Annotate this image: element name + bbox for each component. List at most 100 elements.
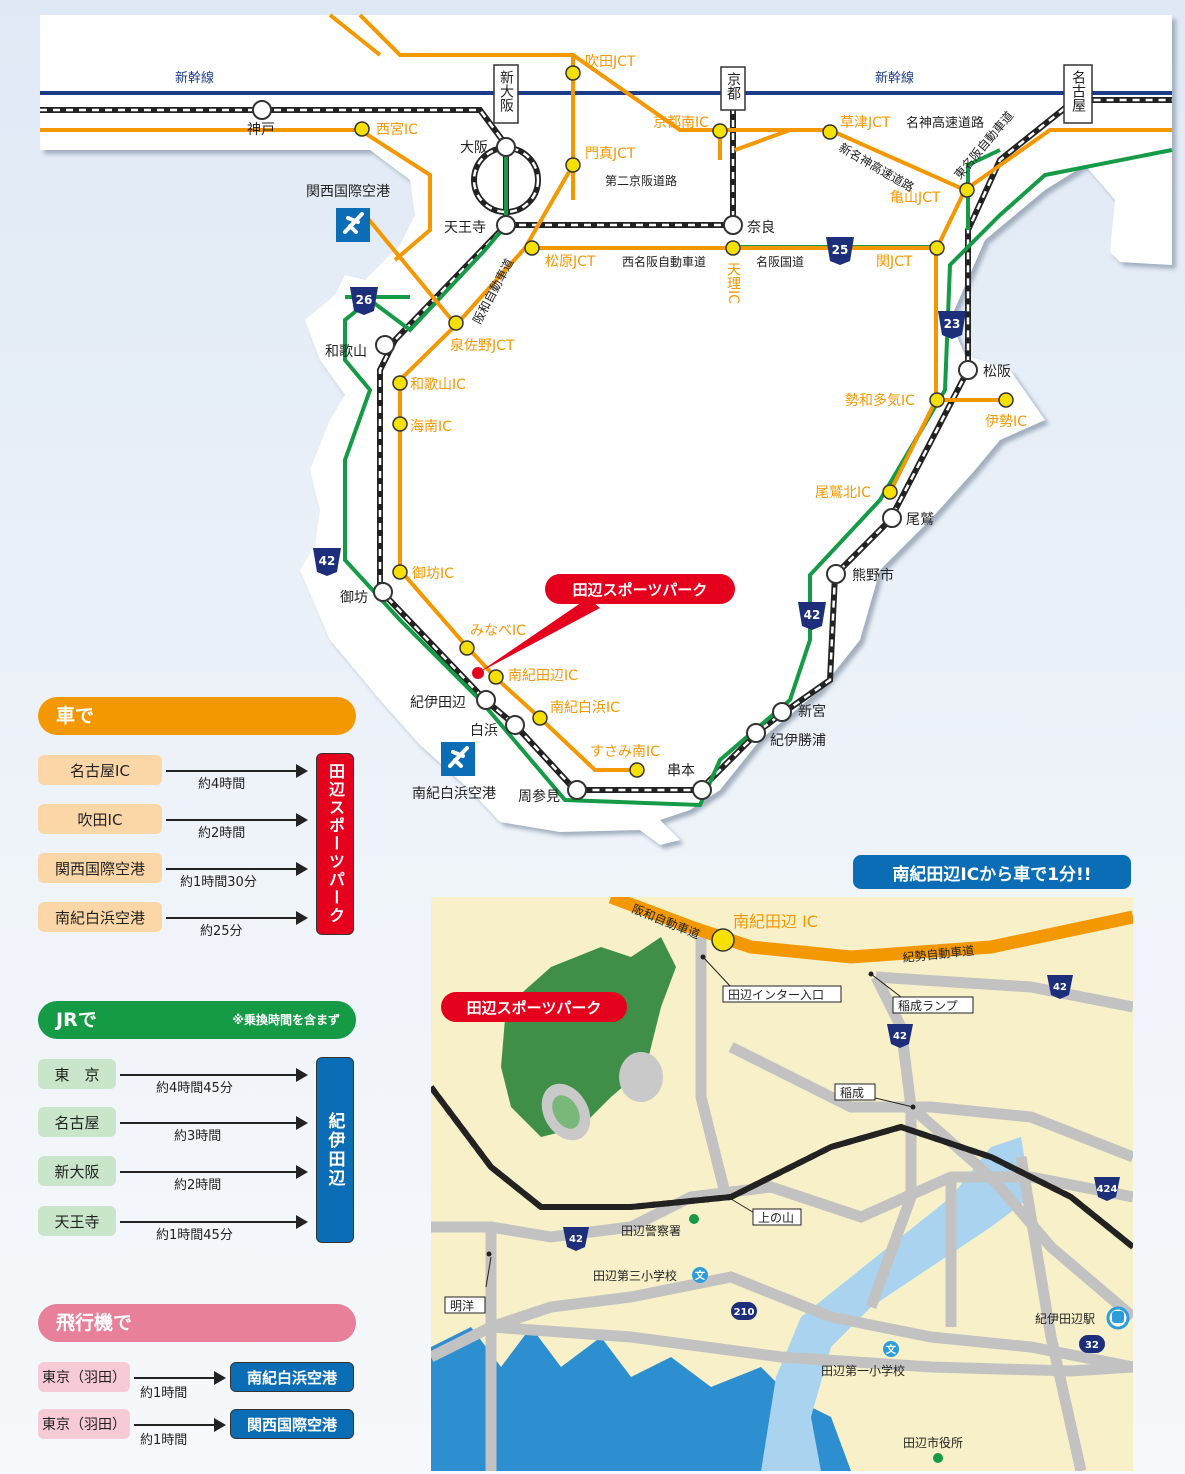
plane-destination-2: 関西国際空港 xyxy=(230,1409,354,1439)
place-iriguchi: 田辺インター入口 xyxy=(728,988,824,1002)
jr-time-4: 約1時間45分 xyxy=(156,1228,233,1243)
station-kiikatsuura: 紀伊勝浦 xyxy=(770,733,826,749)
ic-seki: 関JCT xyxy=(876,254,913,270)
jr-origin-3: 新大阪 xyxy=(38,1156,116,1186)
station-nara: 奈良 xyxy=(747,220,775,236)
route-42-b: 42 xyxy=(804,608,821,622)
car-origin-3: 関西国際空港 xyxy=(38,853,162,883)
local-park-label: 田辺スポーツパーク xyxy=(467,999,602,1017)
car-time-2: 約2時間 xyxy=(198,826,246,841)
ic-owasekita: 尾鷲北IC xyxy=(815,485,871,501)
plane-header: 飛行機で xyxy=(38,1304,356,1342)
jr-panel: JRで※乗換時間を含まず 東 京 約4時間45分 名古屋 約3時間 新大阪 約2… xyxy=(38,1001,356,1246)
car-header-label: 車で xyxy=(56,705,95,727)
jr-stations xyxy=(252,100,978,800)
road-ic: 南紀田辺 IC xyxy=(733,912,818,931)
school3-icon: 文 xyxy=(695,1269,706,1282)
land-shape xyxy=(40,15,1172,845)
place-meiyo: 明洋 xyxy=(450,1298,474,1313)
jr-note: ※乗換時間を含まず xyxy=(232,1013,340,1027)
station-shusami: 周参見 xyxy=(518,788,560,805)
plane-time-1: 約1時間 xyxy=(140,1386,188,1401)
car-panel: 車で 名古屋IC 約4時間 吹田IC 約2時間 関西国際空港 約1時間30分 南… xyxy=(38,697,356,939)
place-inari-ramp: 稲成ランプ xyxy=(898,999,958,1013)
local-expressway xyxy=(608,897,1133,964)
car-origin-4: 南紀白浜空港 xyxy=(38,902,162,932)
arrow xyxy=(166,862,308,876)
line-nishimeihan: 西名阪自動車道 xyxy=(622,254,706,269)
arrow xyxy=(166,813,308,827)
airport-kansai: 関西国際空港 xyxy=(306,184,390,200)
station-kumanoshi: 熊野市 xyxy=(852,567,894,584)
line-daini-keihan: 第二京阪道路 xyxy=(605,173,677,188)
jr-origin-1: 東 京 xyxy=(38,1059,116,1089)
ic-kyotominami: 京都南IC xyxy=(653,115,709,131)
sea xyxy=(431,1327,851,1471)
local-route-32: 32 xyxy=(1085,1340,1099,1351)
place-inari: 稲成 xyxy=(840,1086,864,1100)
station-kushimoto: 串本 xyxy=(667,763,695,779)
airplane-icon xyxy=(336,208,475,776)
local-roads xyxy=(431,937,1133,1471)
route-25: 25 xyxy=(832,243,849,257)
car-origin-1: 名古屋IC xyxy=(38,755,162,785)
local-route-shields xyxy=(563,975,1120,1353)
plane-origin-1: 東京（羽田） xyxy=(38,1362,130,1392)
ic-kusatsu: 草津JCT xyxy=(840,115,891,131)
place-station: 紀伊田辺駅 xyxy=(1035,1312,1095,1326)
callout-pointer xyxy=(478,598,600,673)
jr-origin-4: 天王寺 xyxy=(38,1206,116,1236)
station-wakayama: 和歌山 xyxy=(325,344,367,360)
jr-time-1: 約4時間45分 xyxy=(156,1081,233,1096)
car-destination: 田辺スポーツパーク xyxy=(316,753,354,935)
car-header: 車で xyxy=(38,697,356,735)
ic-dots xyxy=(354,65,1014,778)
station-shingu: 新宮 xyxy=(798,704,826,720)
station-kyoto: 京都 xyxy=(725,72,741,100)
ic-seiwa: 勢和多気IC xyxy=(845,392,915,409)
car-time-4: 約25分 xyxy=(200,924,243,939)
route-map: 新幹線 新幹線 名神高速道路 第二京阪道路 西名阪自動車道 名阪国道 新名神高速… xyxy=(0,13,1185,845)
plane-destination-1: 南紀白浜空港 xyxy=(230,1362,354,1392)
route-26: 26 xyxy=(356,293,373,307)
line-meishin: 名神高速道路 xyxy=(906,115,984,131)
local-route-42-a: 42 xyxy=(1053,982,1067,993)
local-map-title: 南紀田辺ICから車で1分!! xyxy=(853,855,1131,889)
local-route-210: 210 xyxy=(734,1307,755,1318)
ic-kameyama: 亀山JCT xyxy=(890,190,941,206)
ic-matsubara: 松原JCT xyxy=(545,254,596,270)
station-shinosaka: 新大阪 xyxy=(498,70,514,112)
place-school3: 田辺第三小学校 xyxy=(593,1268,677,1283)
place-uenoyama: 上の山 xyxy=(758,1211,794,1225)
station-gobo: 御坊 xyxy=(340,590,368,606)
place-cityhall: 田辺市役所 xyxy=(903,1435,963,1450)
callout-label: 田辺スポーツパーク xyxy=(573,581,708,599)
ic-wakayama: 和歌山IC xyxy=(410,377,466,393)
ic-kainan: 海南IC xyxy=(410,419,452,435)
ic-ise: 伊勢IC xyxy=(985,414,1027,430)
plane-header-label: 飛行機で xyxy=(56,1312,133,1334)
jr-header-label: JRで xyxy=(56,1009,97,1031)
jr-destination: 紀伊田辺 xyxy=(316,1057,354,1243)
jr-origin-2: 名古屋 xyxy=(38,1107,116,1137)
route-42-a: 42 xyxy=(319,554,336,568)
arrow xyxy=(166,911,308,925)
station-owase: 尾鷲 xyxy=(906,512,934,528)
arrow xyxy=(120,1068,308,1082)
station-shirahama: 白浜 xyxy=(470,723,498,739)
car-origin-2: 吹田IC xyxy=(38,804,162,834)
local-route-42-c: 42 xyxy=(569,1234,583,1245)
station-boxes xyxy=(493,64,1093,124)
plane-panel: 飛行機で 東京（羽田） 約1時間 南紀白浜空港 東京（羽田） 約1時間 関西国際… xyxy=(38,1304,356,1452)
place-school1: 田辺第一小学校 xyxy=(821,1363,905,1378)
route-23: 23 xyxy=(944,317,961,331)
place-police: 田辺警察署 xyxy=(621,1223,681,1238)
jr-time-3: 約2時間 xyxy=(174,1178,222,1193)
local-map: 阪和自動車道 紀勢自動車道 南紀田辺 IC 田辺スポーツパーク 田辺インター入口… xyxy=(431,897,1133,1471)
station-osaka: 大阪 xyxy=(460,140,488,156)
local-route-42-b: 42 xyxy=(893,1031,907,1042)
ic-izumisano: 泉佐野JCT xyxy=(450,337,515,354)
callout-box xyxy=(545,574,735,604)
park-area xyxy=(501,937,676,1137)
line-shinkansen-left: 新幹線 xyxy=(175,70,214,86)
